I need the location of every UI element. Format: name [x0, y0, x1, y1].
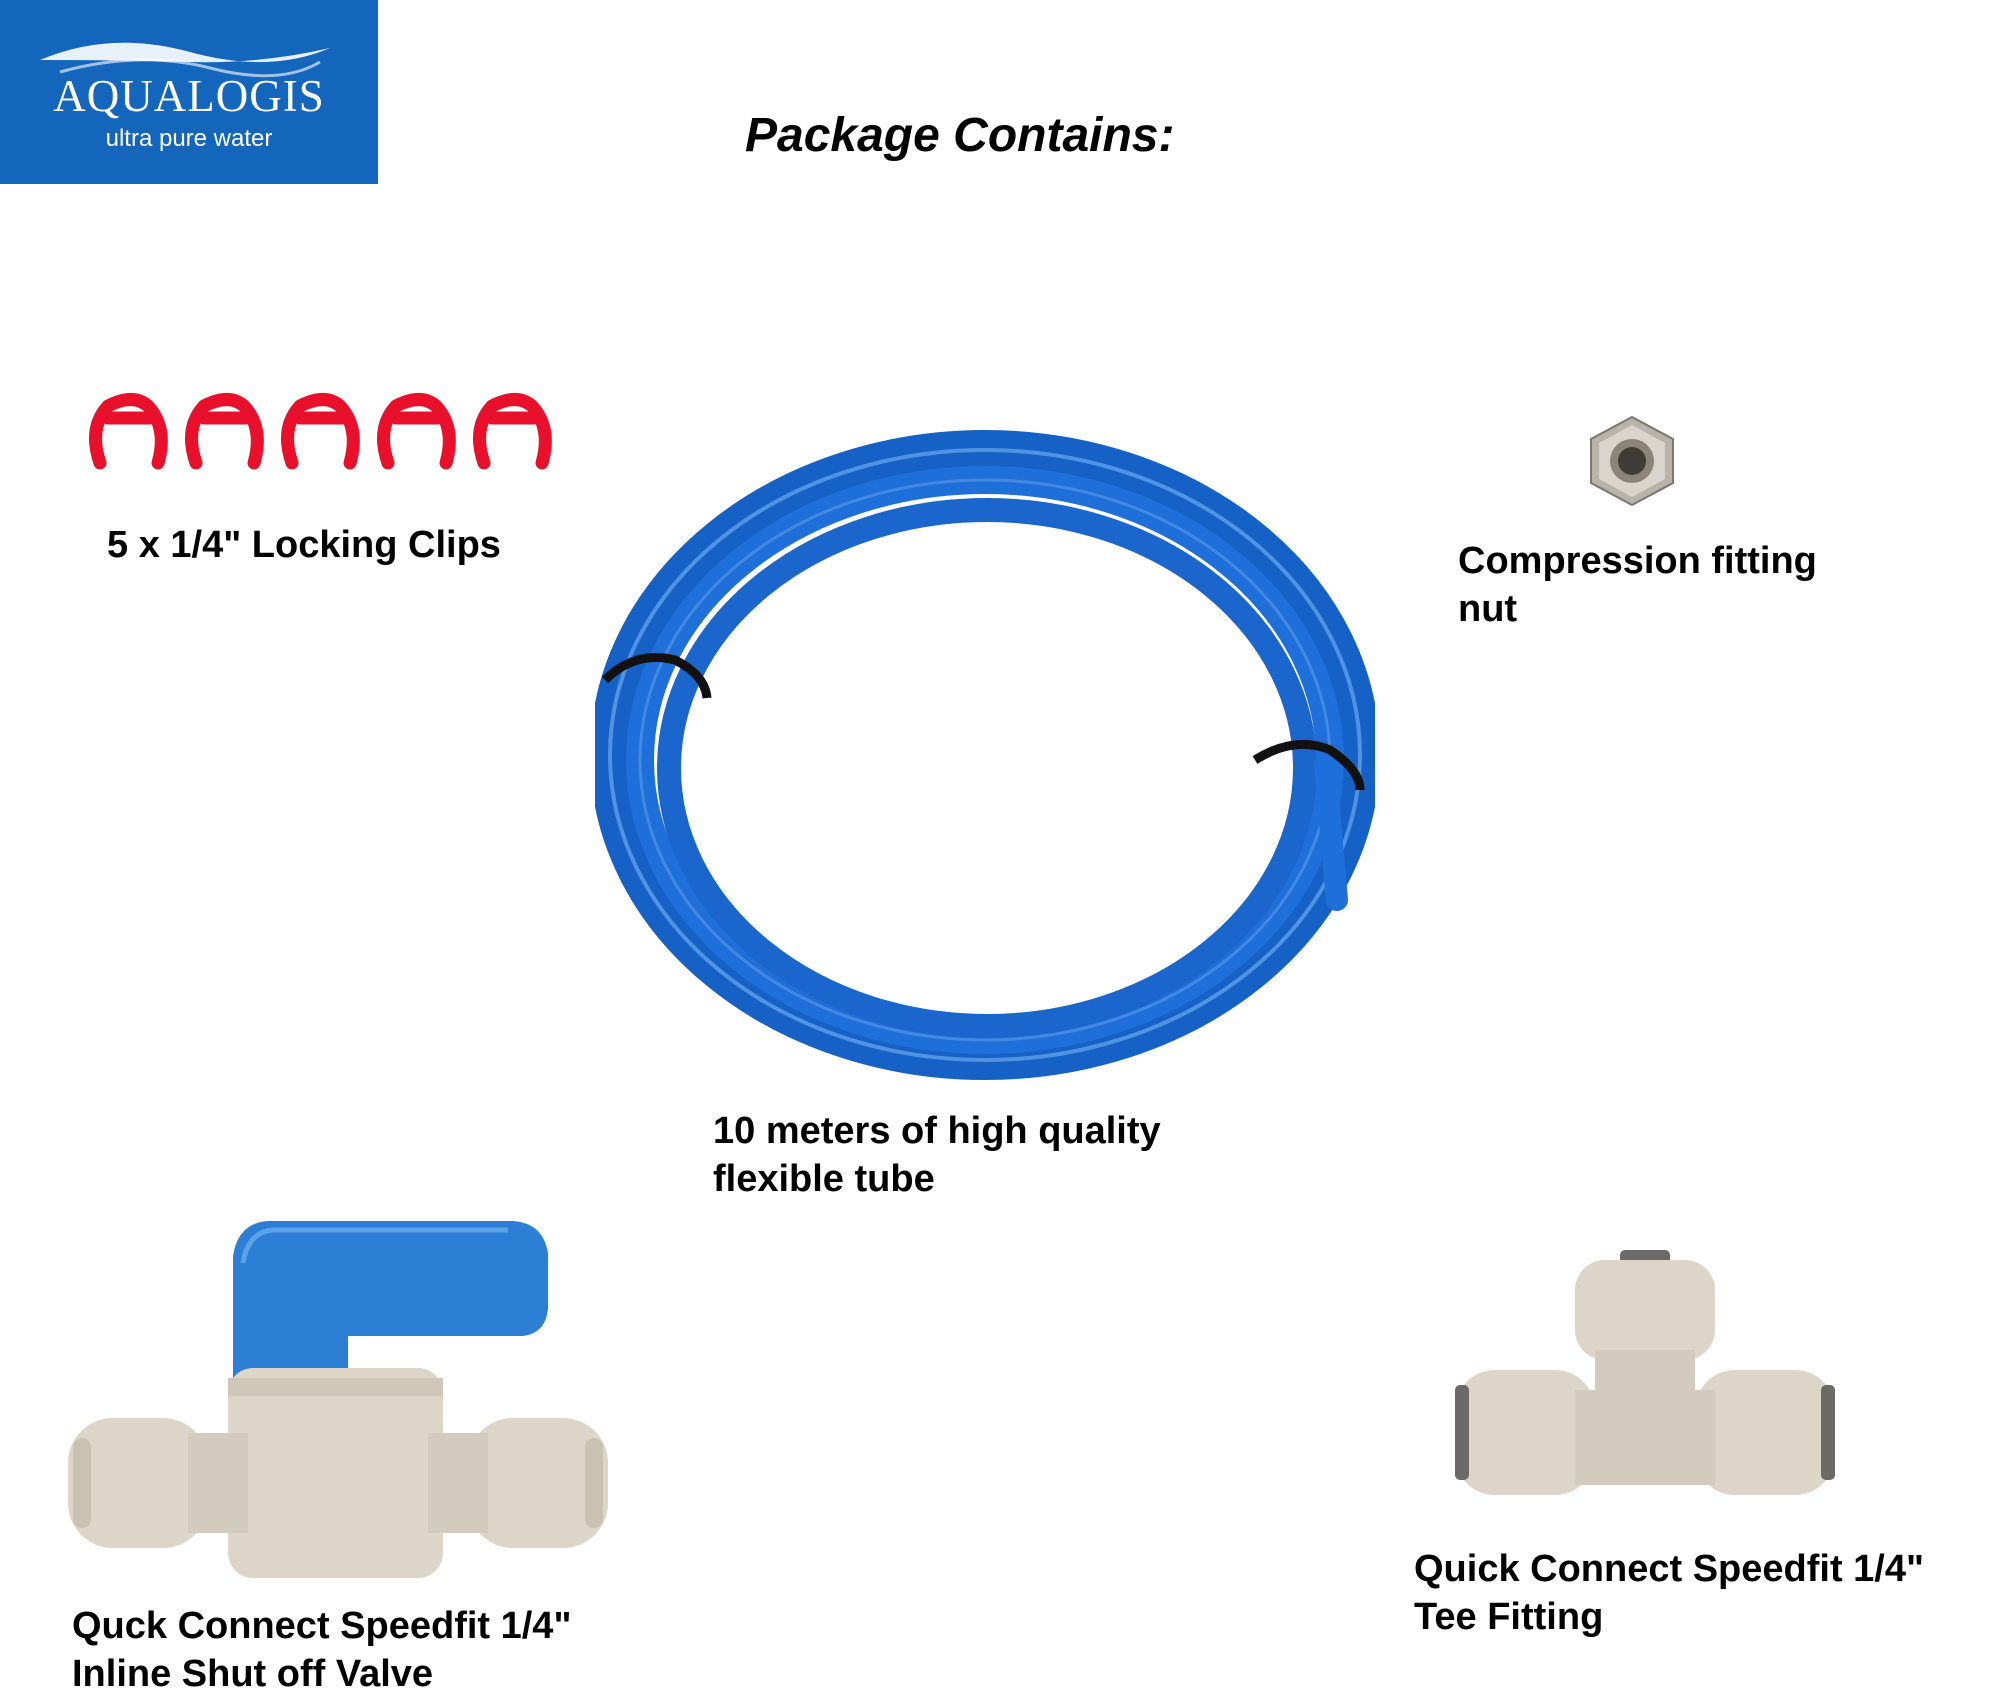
tee-fitting-image — [1455, 1250, 1835, 1495]
caption-line: Compression fitting — [1458, 540, 1817, 582]
logo-tagline: ultra pure water — [105, 125, 273, 152]
caption-line: nut — [1458, 588, 1518, 630]
caption-line: flexible tube — [713, 1158, 935, 1200]
caption-flexible-tube: 10 meters of high quality flexible tube — [713, 1107, 1161, 1203]
caption-line: Inline Shut off Valve — [72, 1653, 434, 1695]
logo-brand-text: AQUALOGIS — [53, 71, 325, 121]
caption-locking-clips: 5 x 1/4" Locking Clips — [107, 521, 501, 569]
caption-compression-nut: Compression fitting nut — [1458, 537, 1817, 633]
compression-nut-image — [1590, 415, 1674, 507]
caption-line: Quck Connect Speedfit 1/4" — [72, 1605, 572, 1647]
shutoff-valve-image — [68, 1221, 608, 1578]
brand-logo: AQUALOGIS ultra pure water — [0, 0, 378, 184]
logo-wave-icon — [40, 42, 330, 78]
flexible-tube-image — [595, 430, 1375, 1080]
caption-line: Quick Connect Speedfit 1/4" — [1414, 1548, 1925, 1590]
caption-line: 5 x 1/4" Locking Clips — [107, 524, 501, 566]
caption-tee-fitting: Quick Connect Speedfit 1/4" Tee Fitting — [1414, 1545, 1924, 1641]
locking-clips-image — [89, 393, 552, 470]
caption-line: Tee Fitting — [1414, 1596, 1604, 1638]
caption-line: 10 meters of high quality — [713, 1110, 1161, 1152]
caption-shutoff-valve: Quck Connect Speedfit 1/4" Inline Shut o… — [72, 1602, 571, 1698]
page-title: Package Contains: — [745, 109, 1175, 162]
